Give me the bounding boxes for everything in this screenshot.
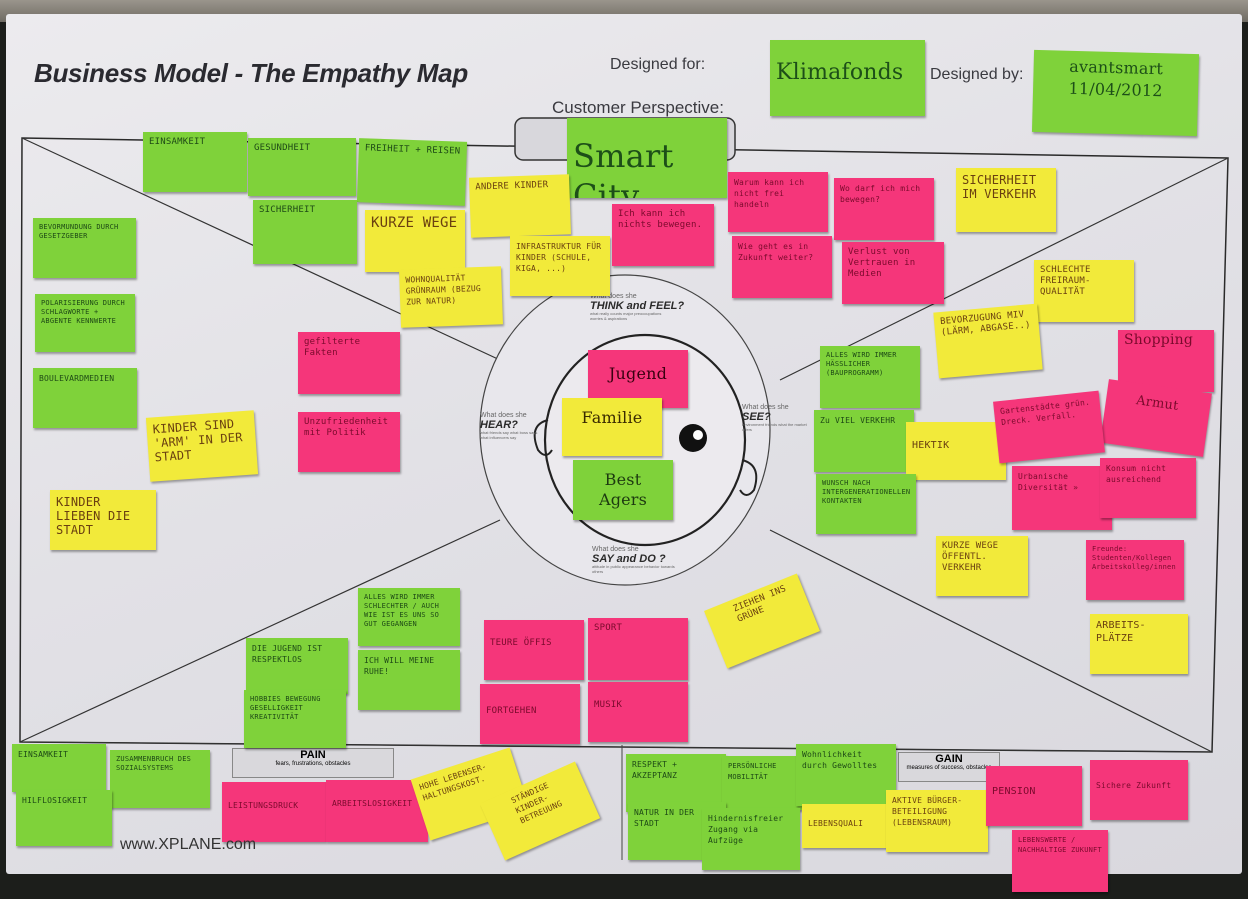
note-ich-kann: Ich kann ich nichts bewegen.: [612, 204, 714, 266]
note-lebenswerte: LEBENSWERTE / NACHHALTIGE ZUKUNFT: [1012, 830, 1108, 892]
think-feel-sub: what really counts major preoccupations …: [590, 311, 662, 321]
note-sicherheit-green: SICHERHEIT: [253, 200, 357, 264]
note-hindernisfreier: Hindernisfreier Zugang via Aufzüge: [702, 808, 800, 870]
note-ich-will: ICH WILL MEINE RUHE!: [358, 650, 460, 710]
see-title: SEE?: [742, 411, 771, 423]
note-warum: Warum kann ich nicht frei handeln: [728, 172, 828, 232]
note-jugend-respektlos: DIE JUGEND IST RESPEKTLOS: [246, 638, 348, 694]
customer-note: Smart City: [567, 118, 727, 198]
note-wohnlichkeit: Wohnlichkeit durch Gewolltes: [796, 744, 896, 806]
note-kurze-wege-oeff: KURZE WEGE ÖFFENTL. VERKEHR: [936, 536, 1028, 596]
note-infrastruktur: INFRASTRUKTUR FÜR KINDER (SCHULE, KIGA, …: [510, 236, 610, 296]
gain-title: GAIN: [935, 753, 963, 765]
say-do-sub: attitude in public appearance behavior t…: [592, 564, 675, 574]
note-leistungsdruck: LEISTUNGSDRUCK: [222, 782, 326, 842]
note-einsamkeit-top: EINSAMKEIT: [143, 132, 247, 192]
note-sichere: Sichere Zukunft: [1090, 760, 1188, 820]
note-familie: Familie: [562, 398, 662, 456]
map-title: Business Model - The Empathy Map: [34, 58, 468, 88]
note-zu-viel: Zu VIEL VERKEHR: [814, 410, 914, 472]
designed-by-note: avantsmart 11/04/2012: [1031, 49, 1200, 137]
note-sicherheit-yellow: SICHERHEIT IM VERKEHR: [956, 168, 1056, 232]
note-wohnqualitaet: WOHNQUALITÄT GRÜNRAUM (BEZUG ZUR NATUR): [399, 266, 503, 328]
note-boulevard: BOULEVARDMEDIEN: [33, 368, 137, 428]
note-teure-oeffis: TEURE ÖFFIS: [484, 620, 584, 680]
note-alles-haesslicher: ALLES WIRD IMMER HÄSSLICHER (BAUPROGRAMM…: [820, 346, 920, 408]
note-wunsch: WUNSCH NACH INTERGENERATIONELLEN KONTAKT…: [816, 474, 916, 534]
note-gefilterte: gefilterte Fakten: [298, 332, 400, 394]
date-text: 11/04/2012: [1068, 78, 1163, 101]
say-do-title: SAY and DO ?: [592, 553, 666, 565]
note-pension: PENSION: [986, 766, 1082, 826]
gain-label: GAIN measures of success, obstacles: [898, 752, 1000, 782]
note-bevorzugung: BEVORZUGUNG MIV (LÄRM, ABGASE..): [933, 303, 1043, 379]
hear-prefix: What does she: [480, 412, 527, 419]
note-hobbies: HOBBIES BEWEGUNG GESELLIGKEIT KREATIVITÄ…: [244, 690, 346, 748]
note-konsum: Konsum nicht ausreichend: [1100, 458, 1196, 518]
hear-sub: what friends say what boss says what inf…: [480, 430, 538, 440]
note-best-agers: Best Agers: [573, 460, 673, 520]
note-alles-schlechter: ALLES WIRD IMMER SCHLECHTER / AUCH WIE I…: [358, 588, 460, 646]
note-schlechte: SCHLECHTE FREIRAUM-QUALITÄT: [1034, 260, 1134, 322]
gain-sub: measures of success, obstacles: [906, 765, 992, 771]
say-do-prefix: What does she: [592, 546, 639, 553]
designed-for-note: Klimafonds: [770, 40, 925, 116]
note-kinder-lieben: KINDER LIEBEN DIE STADT: [50, 490, 156, 550]
note-unzufriedenheit: Unzufriedenheit mit Politik: [298, 412, 400, 472]
customer-perspective-label: Customer Perspective:: [552, 98, 724, 117]
note-verlust: Verlust von Vertrauen in Medien: [842, 242, 944, 304]
note-aktive: AKTIVE BÜRGER-BETEILIGUNG (LEBENSRAUM): [886, 790, 988, 852]
note-arbeitslosigkeit: ARBEITSLOSIGKEIT: [326, 780, 428, 842]
see-sub: environment friends what the market offe…: [742, 422, 807, 432]
designed-by-label: Designed by:: [930, 66, 1024, 83]
note-hilflosigkeit: HILFLOSIGKEIT: [16, 790, 112, 846]
think-feel-prefix: What does she: [590, 293, 637, 300]
note-sport: SPORT: [588, 618, 688, 680]
see-prefix: What does she: [742, 404, 789, 411]
note-gesundheit: GESUNDHEIT: [248, 138, 356, 196]
note-polarisierung: POLARISIERUNG DURCH SCHLAGWORTE + ABGENT…: [35, 294, 135, 352]
note-kurze-wege: KURZE WEGE: [365, 210, 465, 272]
pain-sub: fears, frustrations, obstacles: [275, 761, 351, 767]
hear-title: HEAR?: [480, 419, 518, 431]
note-andere-kinder: ANDERE KINDER: [468, 174, 572, 238]
note-urbanische: Urbanische Diversität »: [1012, 466, 1112, 530]
note-einsamkeit-pain: EINSAMKEIT: [12, 744, 106, 792]
note-fortgehen: FORTGEHEN: [480, 684, 580, 744]
pain-title: PAIN: [300, 749, 326, 761]
note-lebensquali: LEBENSQUALI: [802, 804, 888, 848]
note-freunde: Freunde: Studenten/Kollegen Arbeitskolle…: [1086, 540, 1184, 600]
designed-for-label: Designed for:: [610, 56, 706, 73]
note-gartenstaedte: Gartenstädte grün. Dreck. Verfall.: [993, 390, 1105, 464]
think-feel-title: THINK and FEEL?: [590, 300, 685, 312]
footer-url: www.XPLANE.com: [120, 836, 257, 853]
note-wie-geht: Wie geht es in Zukunft weiter?: [732, 236, 832, 298]
note-hektik: HEKTIK: [906, 422, 1006, 480]
note-wo-darf: Wo darf ich mich bewegen?: [834, 178, 934, 240]
note-kinder-arm: KINDER SIND 'ARM' IN DER STADT: [145, 410, 259, 482]
note-zusammenbruch: ZUSAMMENBRUCH DES SOZIALSYSTEMS: [110, 750, 210, 808]
note-freiheit: FREIHEIT + REISEN: [356, 138, 468, 206]
note-arbeitsplaetze: ARBEITS-PLÄTZE: [1090, 614, 1188, 674]
note-bevormundung: BEVORMUNDUNG DURCH GESETZGEBER: [33, 218, 136, 278]
note-musik: MUSIK: [588, 682, 688, 742]
pain-label: PAIN fears, frustrations, obstacles: [232, 748, 394, 778]
